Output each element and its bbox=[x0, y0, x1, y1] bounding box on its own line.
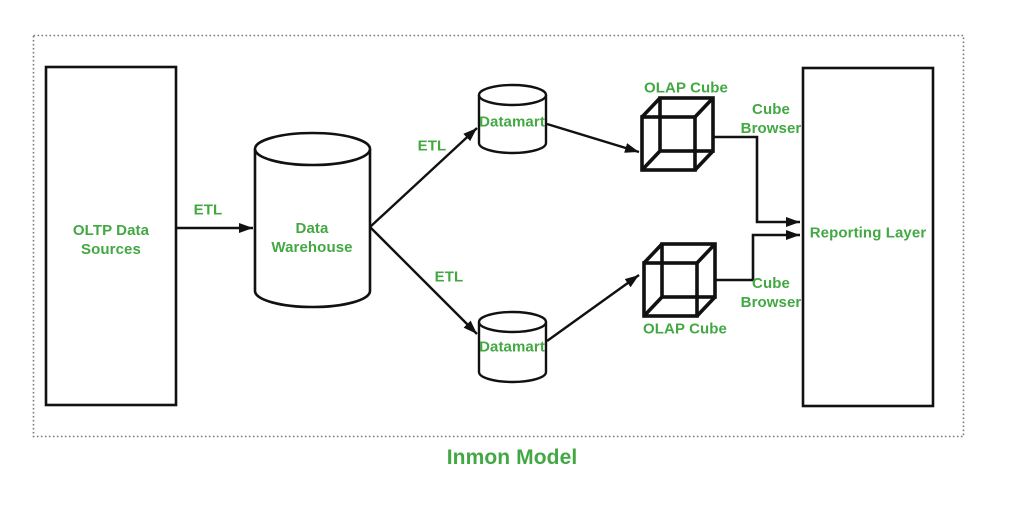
arrow-warehouse-to-datamart-bottom bbox=[369, 226, 478, 335]
datamart-top-label: Datamart bbox=[479, 113, 545, 131]
arrow-cube-bottom-to-reporting bbox=[715, 230, 800, 282]
olap-cube-bottom-shape bbox=[642, 242, 717, 318]
cube-browser-top-label: Cube Browser bbox=[740, 101, 802, 137]
olap-cube-bottom-label: OLAP Cube bbox=[643, 320, 727, 338]
reporting-layer-label: Reporting Layer bbox=[809, 224, 927, 242]
reporting-layer-box bbox=[801, 66, 935, 408]
dotted-border bbox=[32, 34, 965, 438]
datamart-top-cylinder bbox=[477, 83, 548, 155]
arrow-datamart-top-to-cube bbox=[546, 122, 640, 154]
arrow-warehouse-to-datamart-top bbox=[369, 127, 478, 228]
etl-label-warehouse-to-datamart-bottom: ETL bbox=[434, 268, 464, 286]
olap-cube-top-label: OLAP Cube bbox=[644, 79, 728, 97]
data-warehouse-label: Data Warehouse bbox=[271, 220, 353, 256]
olap-cube-top-shape bbox=[640, 96, 715, 172]
data-warehouse-cylinder bbox=[253, 131, 372, 309]
arrow-datamart-bottom-to-cube bbox=[546, 274, 640, 342]
etl-label-warehouse-to-datamart-top: ETL bbox=[417, 137, 447, 155]
etl-label-oltp-to-warehouse: ETL bbox=[193, 201, 223, 219]
arrow-cube-top-to-reporting bbox=[713, 135, 800, 227]
diagram-title: Inmon Model bbox=[446, 446, 578, 469]
oltp-data-sources-label: OLTP Data Sources bbox=[72, 222, 150, 258]
datamart-bottom-cylinder bbox=[477, 310, 548, 384]
datamart-bottom-label: Datamart bbox=[479, 338, 545, 356]
oltp-data-sources-box bbox=[44, 65, 178, 407]
cube-browser-bottom-label: Cube Browser bbox=[740, 275, 802, 311]
